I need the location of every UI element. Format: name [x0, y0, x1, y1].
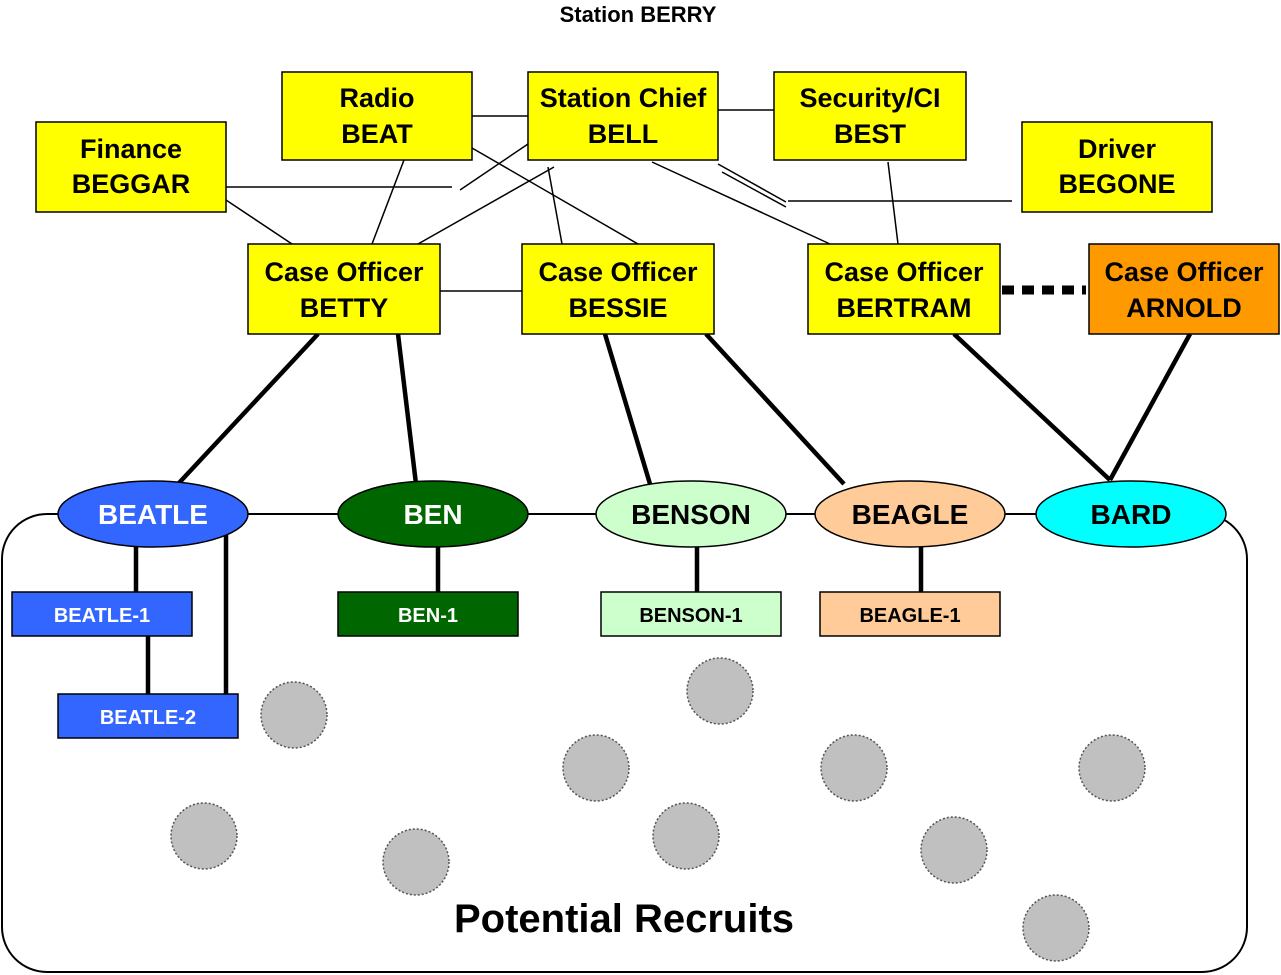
- box-bessie: Case Officer BESSIE: [521, 243, 715, 335]
- box-security-role: Security/CI: [799, 83, 940, 113]
- subagent-beagle1-label: BEAGLE-1: [859, 605, 960, 627]
- recruit-pool-label: Potential Recruits: [454, 897, 794, 941]
- box-betty-shape: [247, 243, 441, 335]
- recruit-circle: [686, 657, 754, 725]
- box-driver: Driver BEGONE: [1021, 121, 1213, 213]
- box-security-shape: [773, 71, 967, 161]
- agent-beatle-shape: [57, 480, 249, 548]
- subagent-benson1-shape: [600, 591, 782, 637]
- box-security-codename: BEST: [834, 119, 907, 149]
- link-chief-bertram: [651, 161, 831, 245]
- subagent-beatle1: BEATLE-1: [11, 591, 193, 637]
- box-bessie-codename: BESSIE: [568, 293, 667, 323]
- link-arnold-bard: [1108, 332, 1192, 482]
- box-radio-shape: [281, 71, 473, 161]
- subagent-beagle1: BEAGLE-1: [819, 591, 1001, 637]
- link-radio-bessie: [471, 147, 639, 245]
- subagent-ben1-label: BEN-1: [398, 605, 458, 627]
- link-chief-betty: [417, 166, 555, 245]
- box-bertram-role: Case Officer: [824, 257, 984, 287]
- handler-links: [133, 332, 1192, 694]
- subagent-beatle2-shape: [57, 693, 239, 739]
- box-betty-role: Case Officer: [264, 257, 424, 287]
- recruit-circles: [170, 657, 1146, 962]
- box-finance-shape: [35, 121, 227, 213]
- recruit-circle: [562, 734, 630, 802]
- box-arnold-role: Case Officer: [1104, 257, 1264, 287]
- box-driver-codename: BEGONE: [1058, 169, 1175, 199]
- recruit-circle: [170, 802, 238, 870]
- link-bertram-bard: [952, 332, 1112, 482]
- box-bertram: Case Officer BERTRAM: [807, 243, 1001, 335]
- agent-beagle-shape: [814, 480, 1006, 548]
- recruit-circle: [820, 734, 888, 802]
- link-betty-beatle: [176, 332, 320, 486]
- box-finance: Finance BEGGAR: [35, 121, 227, 213]
- recruit-circle: [1078, 734, 1146, 802]
- subagent-beatle1-shape: [11, 591, 193, 637]
- link-chief-driver-a: [717, 163, 787, 203]
- agent-bard-label: BARD: [1091, 499, 1172, 530]
- recruit-circle: [382, 828, 450, 896]
- box-arnold-shape: [1088, 243, 1280, 335]
- subagent-beagle1-shape: [819, 591, 1001, 637]
- recruit-circle: [652, 802, 720, 870]
- box-bertram-codename: BERTRAM: [837, 293, 972, 323]
- agent-beagle: BEAGLE: [814, 480, 1006, 548]
- box-betty-codename: BETTY: [300, 293, 389, 323]
- box-finance-role: Finance: [80, 134, 182, 164]
- link-security-bertram: [887, 161, 899, 245]
- box-betty: Case Officer BETTY: [247, 243, 441, 335]
- agent-bard-shape: [1035, 480, 1227, 548]
- agent-beatle: BEATLE: [57, 480, 249, 548]
- box-bertram-shape: [807, 243, 1001, 335]
- subagent-benson1-label: BENSON-1: [639, 605, 742, 627]
- box-chief: Station Chief BELL: [527, 71, 719, 161]
- subagent-beatle1-label: BEATLE-1: [54, 605, 150, 627]
- subagent-benson1: BENSON-1: [600, 591, 782, 637]
- agent-benson: BENSON: [595, 480, 787, 548]
- box-arnold-codename: ARNOLD: [1126, 293, 1242, 323]
- recruit-circle: [920, 816, 988, 884]
- link-chief-driver-b: [721, 171, 787, 208]
- box-chief-codename: BELL: [588, 119, 659, 149]
- box-arnold: Case Officer ARNOLD: [1088, 243, 1280, 335]
- box-chief-shape: [527, 71, 719, 161]
- link-radio-betty: [371, 159, 405, 245]
- link-bessie-beagle: [704, 332, 846, 486]
- agent-ben-shape: [337, 480, 529, 548]
- subagent-ben1-shape: [337, 591, 519, 637]
- agent-benson-label: BENSON: [631, 499, 751, 530]
- link-chief-finance-stub: [459, 143, 529, 191]
- link-bessie-benson: [602, 333, 653, 485]
- link-betty-ben: [395, 333, 419, 485]
- box-radio-role: Radio: [339, 83, 414, 113]
- box-finance-codename: BEGGAR: [72, 169, 191, 199]
- link-finance-betty: [225, 199, 293, 245]
- agent-ben-label: BEN: [403, 499, 462, 530]
- agent-ben: BEN: [337, 480, 529, 548]
- box-radio-codename: BEAT: [341, 119, 413, 149]
- staff-links: [225, 109, 1012, 292]
- box-radio: Radio BEAT: [281, 71, 473, 161]
- subagent-ben1: BEN-1: [337, 591, 519, 637]
- subagent-beatle2: BEATLE-2: [57, 693, 239, 739]
- agent-beagle-label: BEAGLE: [852, 499, 969, 530]
- subagent-beatle2-label: BEATLE-2: [100, 707, 196, 729]
- link-chief-bessie: [547, 166, 563, 245]
- page-title: Station BERRY: [560, 2, 717, 27]
- box-bessie-role: Case Officer: [538, 257, 698, 287]
- box-bessie-shape: [521, 243, 715, 335]
- box-security: Security/CI BEST: [773, 71, 967, 161]
- agent-bard: BARD: [1035, 480, 1227, 548]
- box-driver-shape: [1021, 121, 1213, 213]
- agent-beatle-label: BEATLE: [98, 499, 208, 530]
- box-driver-role: Driver: [1078, 134, 1157, 164]
- recruit-circle: [260, 681, 328, 749]
- agent-benson-shape: [595, 480, 787, 548]
- recruit-circle: [1022, 894, 1090, 962]
- box-chief-role: Station Chief: [540, 83, 708, 113]
